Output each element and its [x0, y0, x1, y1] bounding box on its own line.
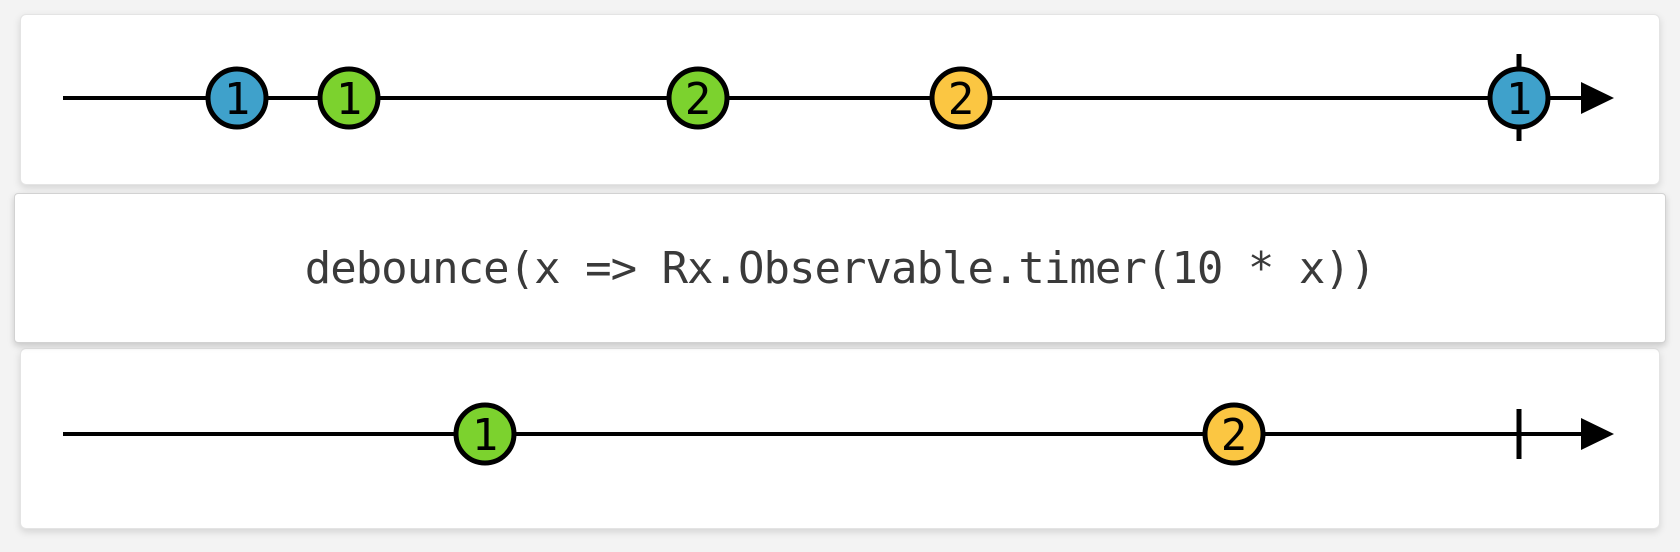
timeline-arrowhead: [1581, 418, 1614, 450]
marble-circle: [1202, 402, 1266, 466]
marble-value: 1: [336, 74, 363, 125]
source-timeline: 1 1 2 2 1: [63, 54, 1614, 141]
marble-value: 1: [472, 410, 499, 461]
marble-value: 2: [1221, 410, 1248, 461]
operator-box: debounce(x => Rx.Observable.timer(10 * x…: [14, 193, 1666, 343]
operator-expression: debounce(x => Rx.Observable.timer(10 * x…: [304, 242, 1377, 294]
marble[interactable]: 2: [929, 66, 993, 130]
marble-value: 2: [948, 74, 975, 125]
marble-circle[interactable]: [317, 66, 381, 130]
marble-circle[interactable]: [929, 66, 993, 130]
marble[interactable]: 1: [317, 66, 381, 130]
marble-circle[interactable]: [205, 66, 269, 130]
marble-circle: [453, 402, 517, 466]
marble-circle[interactable]: [1487, 66, 1551, 130]
marble: 1: [453, 402, 517, 466]
marble-value: 2: [685, 74, 712, 125]
marble-circle[interactable]: [666, 66, 730, 130]
marble[interactable]: 1: [205, 66, 269, 130]
marble-value: 1: [1506, 74, 1533, 125]
marble-value: 1: [224, 74, 251, 125]
marble: 2: [1202, 402, 1266, 466]
marble[interactable]: 1: [1487, 66, 1551, 130]
timeline-arrowhead: [1581, 82, 1614, 114]
marble[interactable]: 2: [666, 66, 730, 130]
source-timeline-card: 1 1 2 2 1: [20, 14, 1660, 185]
